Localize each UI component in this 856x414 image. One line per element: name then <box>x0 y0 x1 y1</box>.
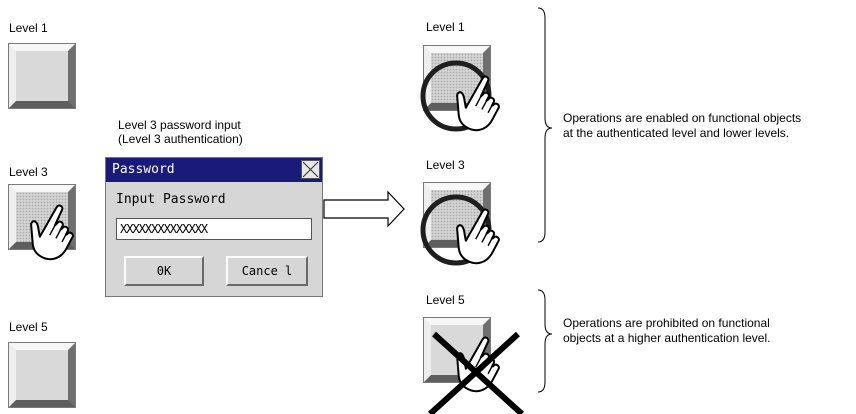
right-level1-label: Level 1 <box>426 20 465 34</box>
close-icon[interactable] <box>301 160 320 179</box>
left-level5-label: Level 5 <box>9 320 48 334</box>
hand-pointer-icon <box>444 67 510 138</box>
cross-prohibited-icon <box>427 331 525 414</box>
right-level3-label: Level 3 <box>426 158 465 172</box>
brace-icon <box>537 7 553 243</box>
enabled-note: Operations are enabled on functional obj… <box>563 111 802 140</box>
dialog-caption-line2: (Level 3 authentication) <box>118 132 243 146</box>
password-input[interactable]: XXXXXXXXXXXXXX <box>116 218 312 240</box>
arrow-right-icon <box>323 190 405 228</box>
dialog-prompt: Input Password <box>116 192 226 207</box>
brace-icon <box>537 289 553 393</box>
dialog-title-bar: Password <box>106 158 322 182</box>
hand-pointer-icon <box>444 200 510 271</box>
cancel-button[interactable]: Cance l <box>226 256 308 286</box>
left-level3-label: Level 3 <box>9 165 48 179</box>
password-dialog: Password Input Password XXXXXXXXXXXXXX 0… <box>105 157 323 297</box>
left-level5-button[interactable] <box>9 343 75 407</box>
prohibited-note: Operations are prohibited on functional … <box>563 316 771 345</box>
dialog-title: Password <box>112 162 175 177</box>
left-level1-button[interactable] <box>9 44 75 108</box>
left-level1-label: Level 1 <box>9 21 48 35</box>
dialog-caption-line1: Level 3 password input <box>118 118 241 132</box>
hand-pointer-icon <box>18 196 84 267</box>
ok-button[interactable]: 0K <box>124 256 204 286</box>
right-level5-label: Level 5 <box>426 293 465 307</box>
